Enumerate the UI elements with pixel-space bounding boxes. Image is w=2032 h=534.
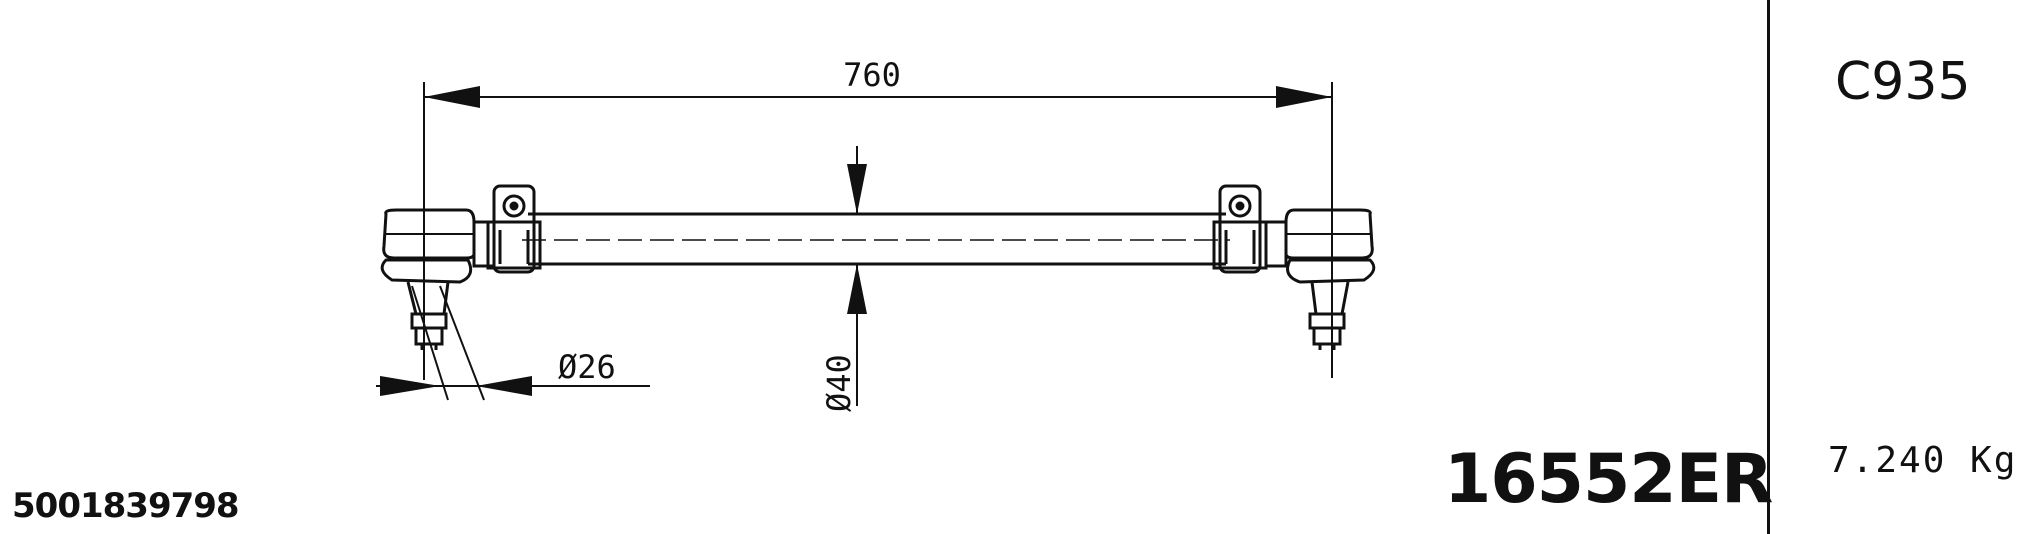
- arrow-right: [1276, 86, 1332, 108]
- ball-pin-dimension: [376, 285, 650, 401]
- arrow-left: [424, 86, 480, 108]
- ball-pin-dimension-text: Ø26: [558, 348, 616, 386]
- part-number: 16552ER: [1444, 440, 1773, 519]
- tie-rod-end-left: [380, 208, 496, 350]
- tube-diameter-dimension: [847, 146, 867, 406]
- title-block-divider: [1767, 0, 1770, 534]
- length-dimension: [423, 82, 1333, 380]
- model-code: C935: [1835, 52, 1971, 112]
- tube-diameter-dimension-text: Ø40: [820, 354, 858, 412]
- tube: [522, 212, 1230, 266]
- reference-number: 5001839798: [12, 486, 240, 526]
- clamp-right: [1212, 184, 1268, 274]
- weight: 7.240 Kg: [1828, 440, 2018, 481]
- clamp-left: [486, 184, 542, 274]
- length-dimension-text: 760: [843, 56, 901, 94]
- tie-rod-end-right: [1264, 208, 1376, 350]
